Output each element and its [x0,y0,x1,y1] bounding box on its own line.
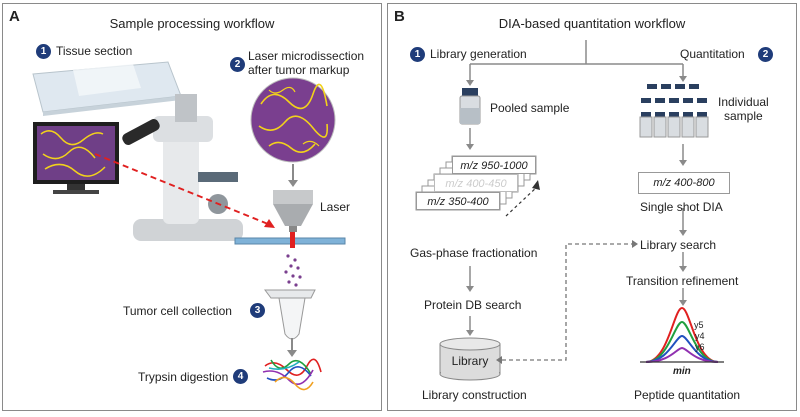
tube-icon [264,289,316,340]
protein-db-search-label: Protein DB search [424,298,522,312]
panel-b: B DIA-based quantitation workflow [387,3,797,411]
step-2-badge-b: 2 [758,47,773,62]
step-3-label: Tumor cell collection [123,304,232,318]
laser-head-icon [273,190,313,232]
mz-box-top: m/z 950-1000 [452,156,536,174]
library-database-icon [439,337,501,381]
step-2-badge: 2 [230,57,245,72]
step-1-badge: 1 [36,44,51,59]
panel-a-graphics [32,61,346,391]
step-2-label: Laser microdissection [248,49,365,63]
step-1-badge-b: 1 [410,47,425,62]
peptides-icon [262,358,322,391]
step-3-badge: 3 [250,303,265,318]
microscope-icon [122,94,243,241]
panel-a-label: A [9,8,20,25]
transition-refinement-label: Transition refinement [626,274,739,288]
mz-box-bottom: m/z 350-400 [416,192,500,210]
individual-vials-icon [639,84,709,138]
panel-a: A Sample processing workflow [2,3,382,411]
y6-label: y6 [695,342,705,352]
library-search-label: Library search [640,238,717,252]
library-generation-heading: Library generation [430,47,527,61]
single-shot-dia-label: Single shot DIA [640,200,723,214]
panel-b-title: DIA-based quantitation workflow [498,16,686,31]
step-4-label: Trypsin digestion [138,370,229,384]
peptide-quantitation-label: Peptide quantitation [634,388,741,402]
laser-beam [290,232,295,248]
individual-sample-label-line2: sample [724,109,763,123]
quantitation-heading: Quantitation [680,47,745,61]
falling-cells [284,254,302,287]
gas-phase-fractionation-label: Gas-phase fractionation [410,246,538,260]
step-1-label: Tissue section [56,44,133,58]
tissue-circle-icon [250,77,336,163]
y5-label: y5 [694,320,704,330]
laser-dash-line [94,153,274,227]
pooled-vial-icon [459,88,481,125]
panel-b-label: B [394,8,405,25]
y4-label: y4 [695,331,705,341]
pooled-sample-label: Pooled sample [490,101,570,115]
min-axis-label: min [673,366,691,377]
individual-sample-label: Individual [718,95,769,109]
step-2-label-line2: after tumor markup [248,63,350,77]
step-4-badge: 4 [233,369,248,384]
chromatogram-peaks [645,306,719,363]
library-construction-label: Library construction [422,388,527,402]
mz-box-mid: m/z 400-450 [434,174,518,192]
library-db-label: Library [451,354,489,368]
laser-label: Laser [320,200,351,214]
mz-box-quant: m/z 400-800 [638,172,730,194]
glass-slide-icon [32,61,182,116]
panel-a-title: Sample processing workflow [109,16,275,31]
monitor-icon [33,122,119,194]
